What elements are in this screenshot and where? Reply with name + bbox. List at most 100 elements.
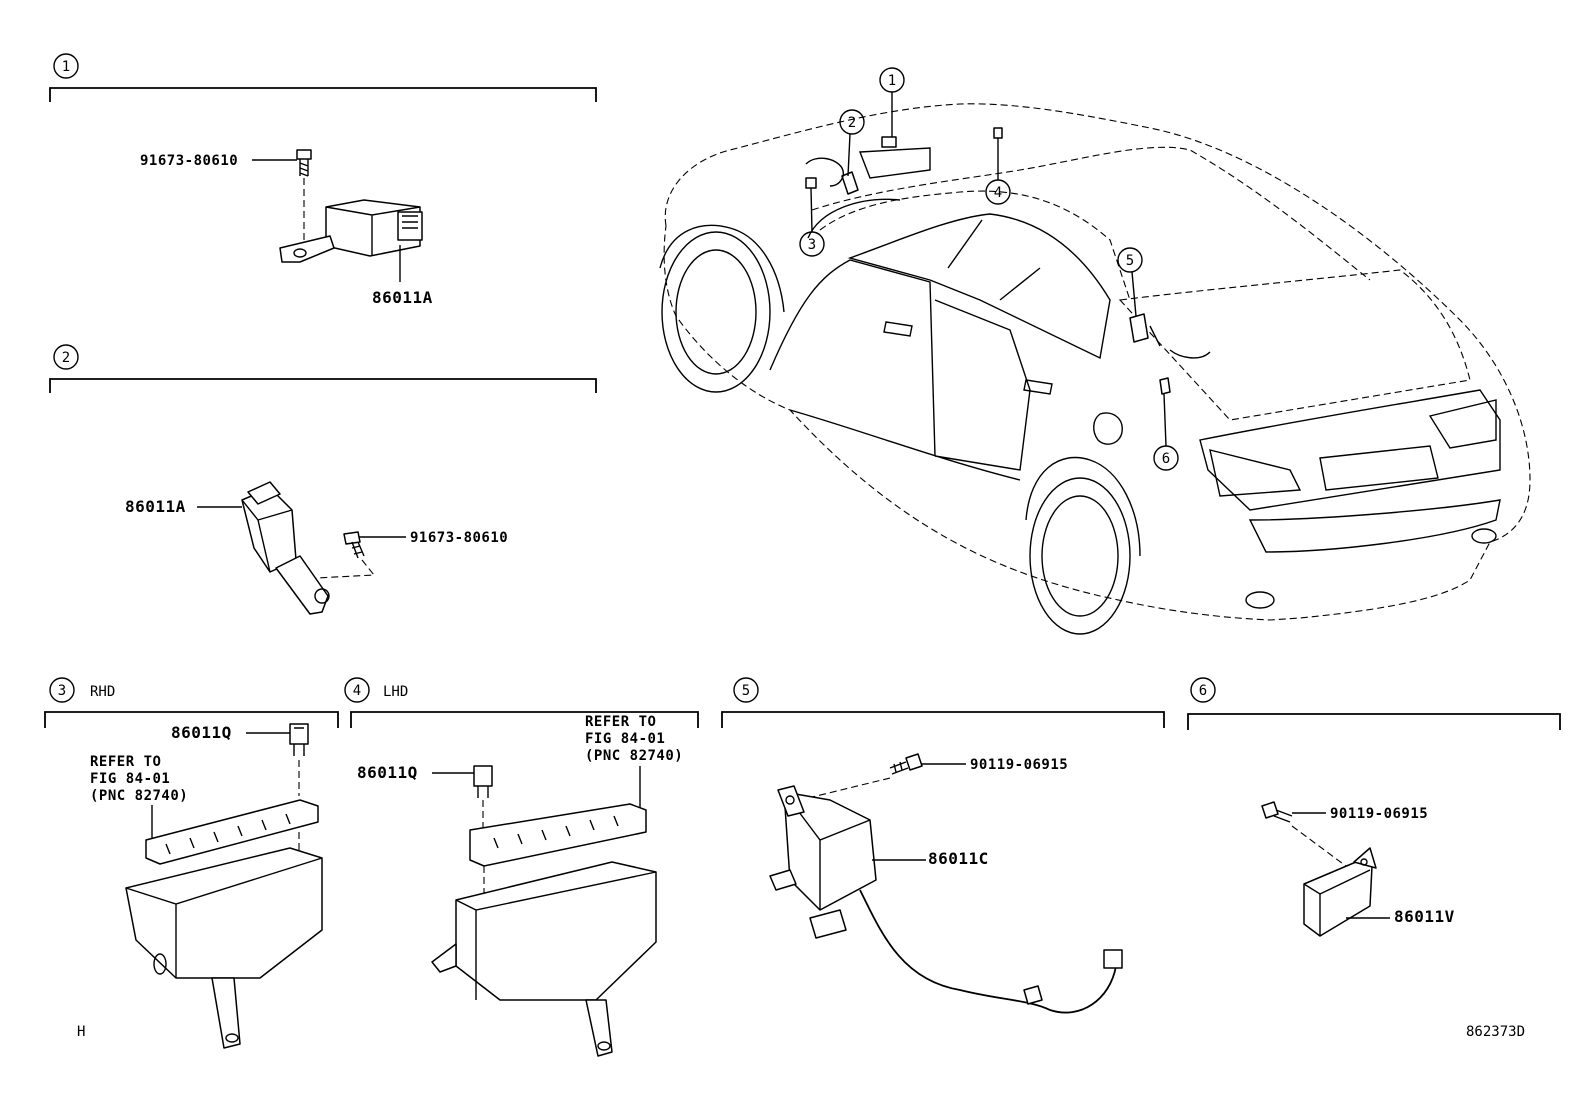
vehicle-trunk (1199, 389, 1501, 511)
section-3-callout-number: 3 (58, 683, 66, 699)
section-3-bracket (44, 711, 339, 728)
section-5-callout-number: 5 (742, 683, 750, 699)
vehicle-tail-lights (1209, 399, 1497, 497)
section-4-junction-box (431, 861, 657, 1057)
car-callout-1: 1 (879, 67, 905, 137)
vehicle-component-4 (993, 127, 1003, 139)
section-4-ref-line-1: REFER TO (585, 714, 656, 730)
section-4-bracket (350, 711, 699, 728)
vehicle-rear-bumper (1248, 499, 1501, 553)
section-2-bolt-partnumber: 91673-80610 (410, 530, 508, 546)
section-3-connector-part (289, 723, 309, 756)
footer-left-mark: H (77, 1024, 85, 1040)
vehicle-dash-area (805, 147, 931, 187)
section-6-sensor-module (1303, 847, 1377, 937)
figure-id: 862373D (1466, 1024, 1525, 1040)
section-1-relay-module (279, 199, 423, 263)
vehicle-front-wheel (659, 224, 785, 393)
section-5-cable-clip (1023, 985, 1043, 1005)
svg-text:2: 2 (848, 115, 856, 131)
section-5-cable (859, 889, 1117, 1014)
svg-text:4: 4 (994, 185, 1002, 201)
section-4-ref-line-2: FIG 84-01 (585, 731, 665, 747)
car-callout-5: 5 (1117, 247, 1143, 317)
section-3-ref-line-3: (PNC 82740) (90, 788, 188, 804)
section-1-callout-number: 1 (62, 59, 70, 75)
car-callout-3: 3 (799, 187, 825, 257)
section-4-part-partnumber: 86011Q (357, 763, 418, 782)
section-6-callout-number: 6 (1199, 683, 1207, 699)
section-1-callout-circle (53, 53, 79, 79)
vehicle-component-2 (841, 171, 859, 195)
svg-text:5: 5 (1126, 253, 1134, 269)
car-callout-6: 6 (1153, 393, 1179, 471)
vehicle-side-windows (847, 213, 1111, 360)
svg-text:6: 6 (1162, 451, 1170, 467)
section-2-bracket (49, 378, 597, 393)
section-6-bolt (1261, 801, 1293, 823)
svg-text:1: 1 (888, 73, 896, 89)
section-6-bolt-partnumber: 90119-06915 (1330, 806, 1428, 822)
section-1-bracket (49, 87, 597, 102)
section-5-callout-circle (733, 677, 759, 703)
section-5-cable-connector (1103, 949, 1123, 969)
vehicle-rear-glass (1118, 269, 1471, 421)
section-2: 2 86011A 91673-80610 (49, 344, 597, 615)
section-1-bolt-partnumber: 91673-80610 (140, 153, 238, 169)
section-6: 6 90119-06915 86011V (1187, 677, 1561, 937)
section-5-bolt (889, 753, 923, 775)
section-2-callout-number: 2 (62, 350, 70, 366)
svg-text:3: 3 (808, 237, 816, 253)
vehicle-door-handles (883, 321, 1053, 395)
section-2-dashed-guide (315, 559, 376, 579)
vehicle-wiring (807, 198, 1211, 359)
section-1-module-partnumber: 86011A (372, 288, 433, 307)
section-3-callout-circle (49, 677, 75, 703)
section-4: 4 LHD REFER TO FIG 84-01 (PNC 82740) 860… (344, 677, 699, 1057)
section-3-junction-box (125, 847, 323, 1049)
section-3: 3 RHD 86011Q REFER TO FIG 84-01 (PNC 827… (44, 677, 339, 1049)
section-6-module-partnumber: 86011V (1394, 907, 1455, 926)
section-2-bolt (343, 531, 365, 559)
car-callout-4: 4 (985, 138, 1011, 205)
section-5: 5 90119-06915 86011C (721, 677, 1165, 1014)
vehicle-fuel-door (1093, 412, 1123, 445)
section-3-part-partnumber: 86011Q (171, 723, 232, 742)
section-6-dashed-guide (1291, 825, 1355, 873)
section-2-callout-circle (53, 344, 79, 370)
car-callout-2: 2 (839, 109, 865, 177)
vehicle-doors (769, 259, 1031, 481)
section-5-bolt-partnumber: 90119-06915 (970, 757, 1068, 773)
section-3-junction-bracket (145, 799, 319, 865)
vehicle-component-3 (805, 177, 817, 189)
section-3-ref-line-1: REFER TO (90, 754, 161, 770)
vehicle-exhaust-left (1245, 591, 1275, 609)
section-5-bracket (721, 711, 1165, 728)
section-2-relay-module (241, 481, 330, 615)
section-4-callout-circle (344, 677, 370, 703)
section-6-bracket (1187, 713, 1561, 730)
vehicle-license-plate (1319, 445, 1439, 491)
vehicle-windshield (819, 190, 1131, 301)
section-6-callout-circle (1190, 677, 1216, 703)
vehicle-exhaust-right (1471, 528, 1497, 544)
section-4-ref-line-3: (PNC 82740) (585, 748, 683, 764)
section-4-connector-part (473, 765, 493, 798)
vehicle-overview: 1 2 3 4 5 6 (659, 67, 1531, 635)
section-5-dashed-guide (799, 777, 891, 801)
section-3-label: RHD (90, 684, 115, 700)
vehicle-rear-wheel (1025, 456, 1141, 635)
vehicle-roof-line (811, 146, 1371, 281)
section-4-callout-number: 4 (353, 683, 361, 699)
section-5-antenna-module (769, 785, 877, 939)
vehicle-body-outline (663, 103, 1531, 621)
section-4-junction-bracket (469, 803, 647, 867)
section-2-module-partnumber: 86011A (125, 497, 186, 516)
section-4-label: LHD (383, 684, 408, 700)
vehicle-component-5 (1129, 313, 1149, 343)
vehicle-component-6 (1159, 377, 1171, 395)
section-1: 1 91673-80610 86011A (49, 53, 597, 307)
section-1-bolt (296, 149, 312, 177)
section-3-ref-line-2: FIG 84-01 (90, 771, 170, 787)
